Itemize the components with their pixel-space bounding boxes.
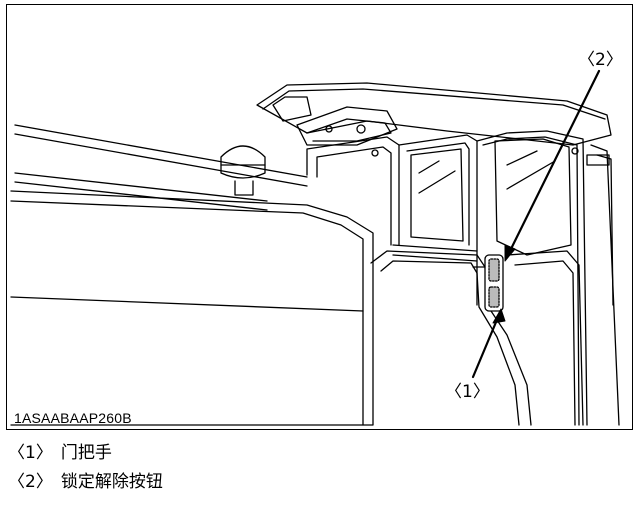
door-handle-assembly [484,254,504,312]
callout-1-label: 〈1〉 [445,382,490,402]
window-panes [410,138,572,256]
legend-item: 〈2〉 锁定解除按钮 [8,465,628,494]
legend-text: 锁定解除按钮 [60,472,163,492]
beacon-lamp [220,145,266,196]
cab-frame [306,130,620,426]
legend-number: 〈1〉 [8,443,53,463]
cab-door-drawing [10,69,620,426]
rail-lines [14,124,308,211]
leader-arrowheads [492,244,516,324]
machine-body [10,190,374,426]
technical-illustration: 〈2〉 〈1〉 1ASAABAAP260B [6,4,633,430]
cab-roof [256,82,612,146]
bolt-details [371,147,610,268]
leader-lines [471,69,601,379]
figure-code: 1ASAABAAP260B [14,410,132,426]
legend-text: 门把手 [60,443,112,463]
legend-item: 〈1〉 门把手 [8,436,628,465]
parts-legend: 〈1〉 门把手 〈2〉 锁定解除按钮 [8,436,628,494]
legend-number: 〈2〉 [8,472,53,492]
callout-2-label: 〈2〉 [578,50,623,70]
